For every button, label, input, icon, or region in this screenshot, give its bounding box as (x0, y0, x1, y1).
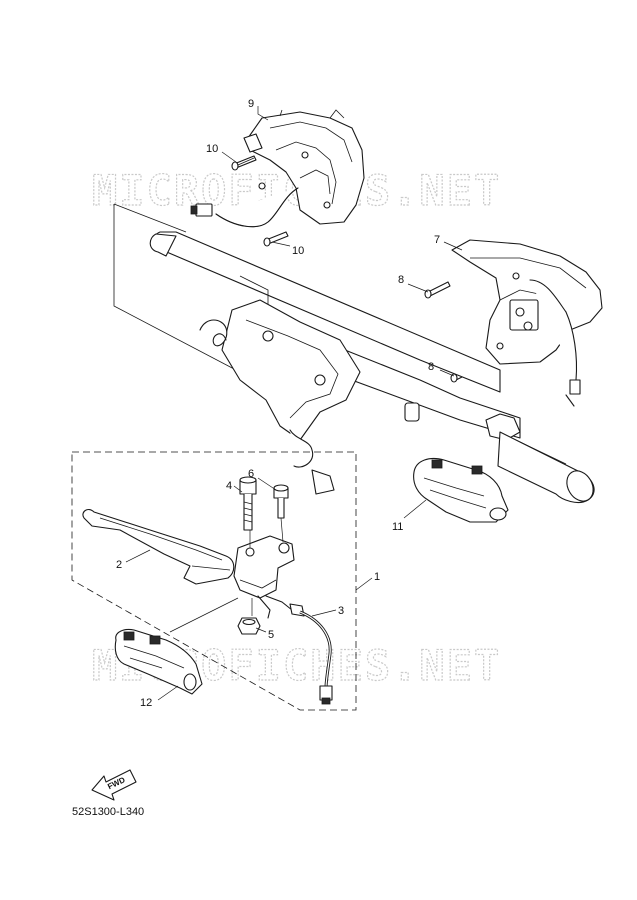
callout-4: 4 (226, 480, 232, 492)
part-5-nut[interactable] (237, 617, 261, 635)
screw-8-upper[interactable] (424, 281, 451, 299)
frame-outline (113, 203, 237, 371)
fwd-arrow-icon: FWD (91, 769, 137, 801)
callout-8-lower: 8 (428, 361, 434, 373)
callout-1: 1 (374, 571, 380, 583)
callout-2: 2 (116, 559, 122, 571)
part-9-wire-harness (190, 187, 299, 228)
callout-6: 6 (248, 468, 254, 480)
part-7-meter-housing[interactable] (451, 239, 603, 407)
callout-7: 7 (434, 234, 440, 246)
callout-9: 9 (248, 98, 254, 110)
part-12-left-switch[interactable] (114, 628, 203, 695)
callout-12: 12 (140, 697, 152, 709)
callout-10-lower: 10 (292, 245, 304, 257)
screw-10-upper[interactable] (231, 155, 257, 171)
part-3-switch-wire[interactable] (265, 595, 333, 705)
upper-bracket (199, 275, 361, 495)
part-11-right-switch[interactable] (413, 457, 509, 523)
part-9-upper-cover[interactable] (243, 109, 365, 225)
screw-10-lower[interactable] (263, 231, 289, 247)
callout-3: 3 (338, 605, 344, 617)
assembly-1-boundary (71, 451, 357, 711)
leader-lines (125, 106, 463, 701)
part-4-bolt[interactable] (239, 476, 257, 531)
callouts: 9 10 10 7 8 8 4 6 11 2 1 3 5 12 (116, 98, 440, 709)
callout-5: 5 (268, 629, 274, 641)
callout-10-upper: 10 (206, 143, 218, 155)
part-2-lever[interactable] (82, 509, 235, 585)
handlebar[interactable] (149, 231, 598, 506)
callout-8-upper: 8 (398, 274, 404, 286)
part-6-bolt[interactable] (273, 484, 289, 519)
callout-11: 11 (392, 521, 403, 533)
part-1-lever-holder[interactable] (233, 535, 295, 619)
diagram-code: 52S1300-L340 (72, 806, 144, 818)
